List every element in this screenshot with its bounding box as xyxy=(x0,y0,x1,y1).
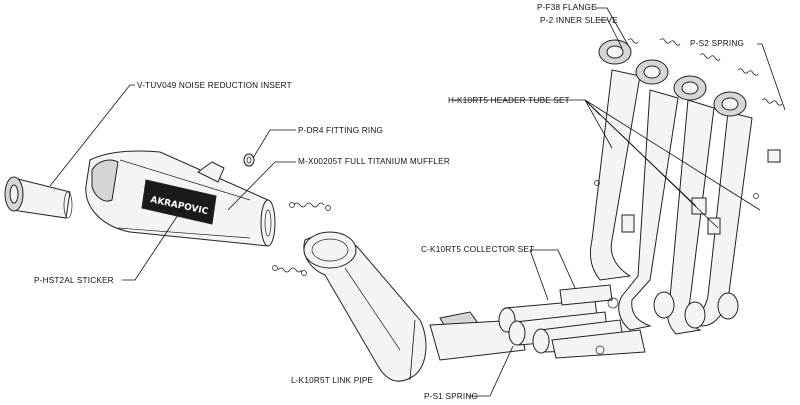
link-pipe-label: L-K10R5T LINK PIPE xyxy=(291,376,374,385)
link-pipe xyxy=(303,231,526,382)
flange-label: P-F38 FLANGE xyxy=(537,3,597,12)
header-tube-set xyxy=(589,69,781,335)
muffler-spring-lower xyxy=(272,265,307,276)
top-spring-label: P-S2 SPRING xyxy=(690,39,744,48)
fitting-ring-label: P-DR4 FITTING RING xyxy=(298,126,383,135)
noise-reduction-insert xyxy=(4,176,73,219)
header-set-label: H-K10RT5 HEADER TUBE SET xyxy=(448,96,570,105)
part-labels: P-F38 FLANGE P-2 INNER SLEEVE P-S2 SPRIN… xyxy=(34,3,744,401)
collector-set xyxy=(498,284,646,359)
inner-sleeve-label: P-2 INNER SLEEVE xyxy=(540,16,618,25)
leader-lines xyxy=(49,7,786,397)
sticker-label: P-HST2AL STICKER xyxy=(34,276,114,285)
muffler-spring-upper xyxy=(289,202,331,211)
akrapovic-sticker: AKRAPOVIC xyxy=(141,179,217,225)
fitting-ring xyxy=(243,153,255,167)
header-springs xyxy=(627,38,783,106)
header-flanges xyxy=(598,39,747,117)
bottom-spring-label: P-S1 SPRING xyxy=(424,392,478,401)
noise-insert-label: V-TUV049 NOISE REDUCTION INSERT xyxy=(137,81,292,90)
collector-set-label: C-K10RT5 COLLECTOR SET xyxy=(421,245,534,254)
muffler-label: M-X00205T FULL TITANIUM MUFFLER xyxy=(298,157,450,166)
